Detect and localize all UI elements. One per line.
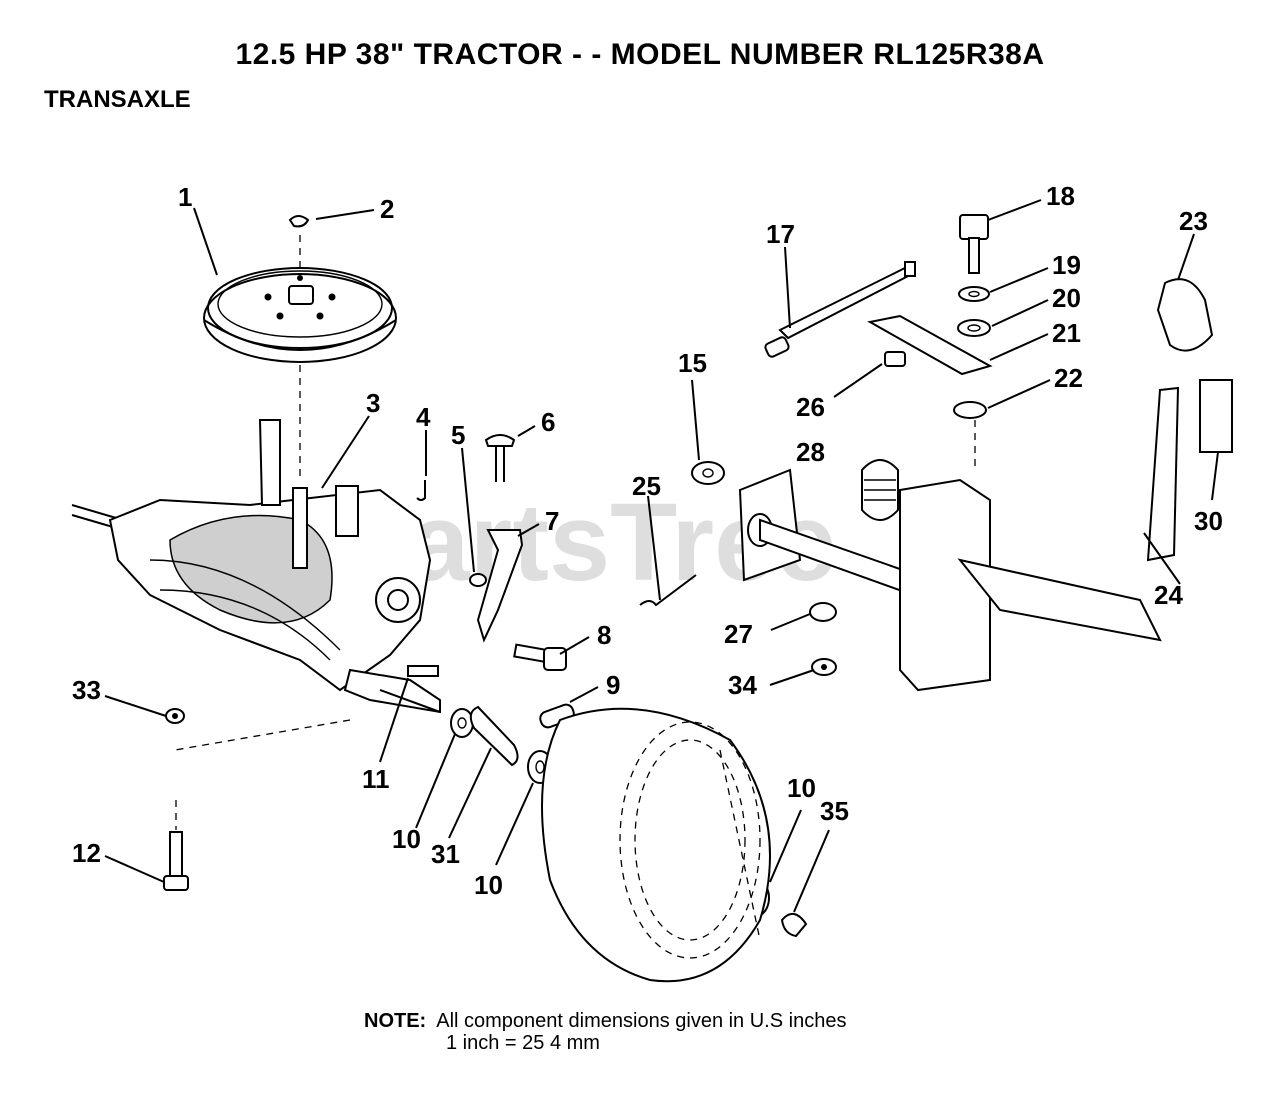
note-label: NOTE:	[364, 1010, 427, 1032]
leader-lines	[104, 199, 1219, 913]
callout-15: 15	[678, 348, 707, 378]
pulley-part	[203, 235, 397, 480]
callout-34: 34	[728, 670, 757, 700]
callout-19: 19	[1052, 250, 1081, 280]
callout-10-b: 10	[474, 870, 503, 900]
callout-22: 22	[1054, 363, 1083, 393]
callout-28: 28	[796, 437, 825, 467]
callout-21: 21	[1052, 318, 1081, 348]
callout-25: 25	[632, 471, 661, 501]
section-title: TRANSAXLE	[44, 86, 191, 113]
callout-8: 8	[597, 620, 611, 650]
note-line-2: 1 inch = 25 4 mm	[446, 1032, 600, 1054]
dimension-note: NOTE: All component dimensions given in …	[364, 1010, 846, 1054]
callout-4: 4	[416, 402, 431, 432]
transaxle-body	[71, 419, 441, 751]
small-parts-left	[163, 434, 575, 891]
callout-18: 18	[1046, 181, 1075, 211]
callout-1: 1	[178, 182, 192, 212]
callout-5: 5	[451, 420, 465, 450]
callout-labels: 1 2 3 4 5 6 7 8 9 10 10 10 10 11 12 15 1…	[72, 181, 1223, 900]
callout-31: 31	[431, 839, 460, 869]
callout-26: 26	[796, 392, 825, 422]
callout-2: 2	[380, 194, 394, 224]
callout-7: 7	[545, 506, 559, 536]
callout-27: 27	[724, 619, 753, 649]
callout-30: 30	[1194, 506, 1223, 536]
callout-3: 3	[366, 388, 380, 418]
callout-33: 33	[72, 675, 101, 705]
callout-23: 23	[1179, 206, 1208, 236]
callout-10-c: 10	[787, 773, 816, 803]
tire-part	[541, 707, 771, 983]
callout-9: 9	[606, 670, 620, 700]
callout-17: 17	[766, 219, 795, 249]
callout-24: 24	[1154, 580, 1183, 610]
note-line-1: All component dimensions given in U.S in…	[436, 1010, 847, 1032]
callout-12: 12	[72, 838, 101, 868]
page-title: 12.5 HP 38" TRACTOR - - MODEL NUMBER RL1…	[235, 38, 1045, 71]
callout-10-a: 10	[392, 824, 421, 854]
key-part	[288, 215, 310, 228]
callout-6: 6	[541, 407, 555, 437]
shift-linkage	[764, 214, 993, 521]
shift-lever-assembly	[639, 278, 1233, 692]
callout-11: 11	[362, 764, 390, 794]
callout-35: 35	[820, 796, 849, 826]
callout-20: 20	[1052, 283, 1081, 313]
